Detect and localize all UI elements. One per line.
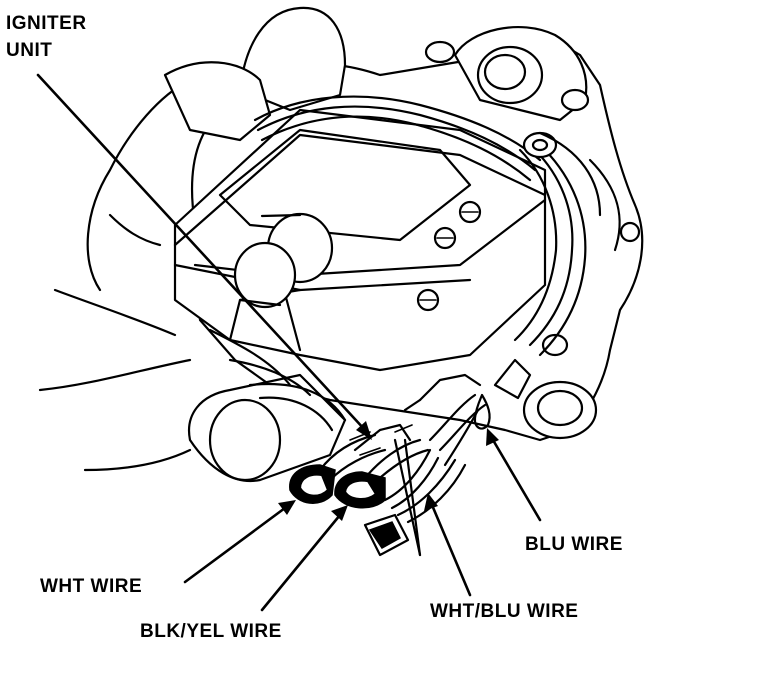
igniter-unit-label-line1: IGNITER	[6, 13, 87, 34]
igniter-unit-box	[173, 108, 547, 372]
blk-yel-wire-arrowhead	[331, 505, 348, 521]
igniter-unit-leader	[36, 73, 367, 432]
wht-blu-wire-label: WHT/BLU WIRE	[430, 601, 579, 622]
wht-wire-label: WHT WIRE	[40, 576, 143, 597]
wht-blu-wire-leader	[430, 503, 472, 597]
igniter-unit-arrowhead	[356, 421, 372, 440]
wire-connectors	[289, 358, 532, 557]
wire-harness	[253, 95, 621, 357]
lower-housing	[187, 328, 347, 483]
wht-wire-arrowhead	[278, 500, 296, 515]
igniter-unit-label-line2: UNIT	[6, 40, 53, 61]
blk-yel-wire-label: BLK/YEL WIRE	[140, 621, 282, 642]
wht-blu-wire-arrowhead	[424, 493, 438, 511]
blu-wire-label: BLU WIRE	[525, 534, 623, 555]
engine-background	[38, 78, 192, 472]
wht-wire-leader	[183, 506, 287, 584]
blu-wire-leader	[491, 438, 542, 522]
igniter-unit-label: IGNITER UNIT	[6, 10, 87, 64]
blk-yel-wire-leader	[260, 513, 342, 612]
blu-wire-arrowhead	[486, 428, 499, 446]
callout-leaders	[36, 73, 542, 612]
